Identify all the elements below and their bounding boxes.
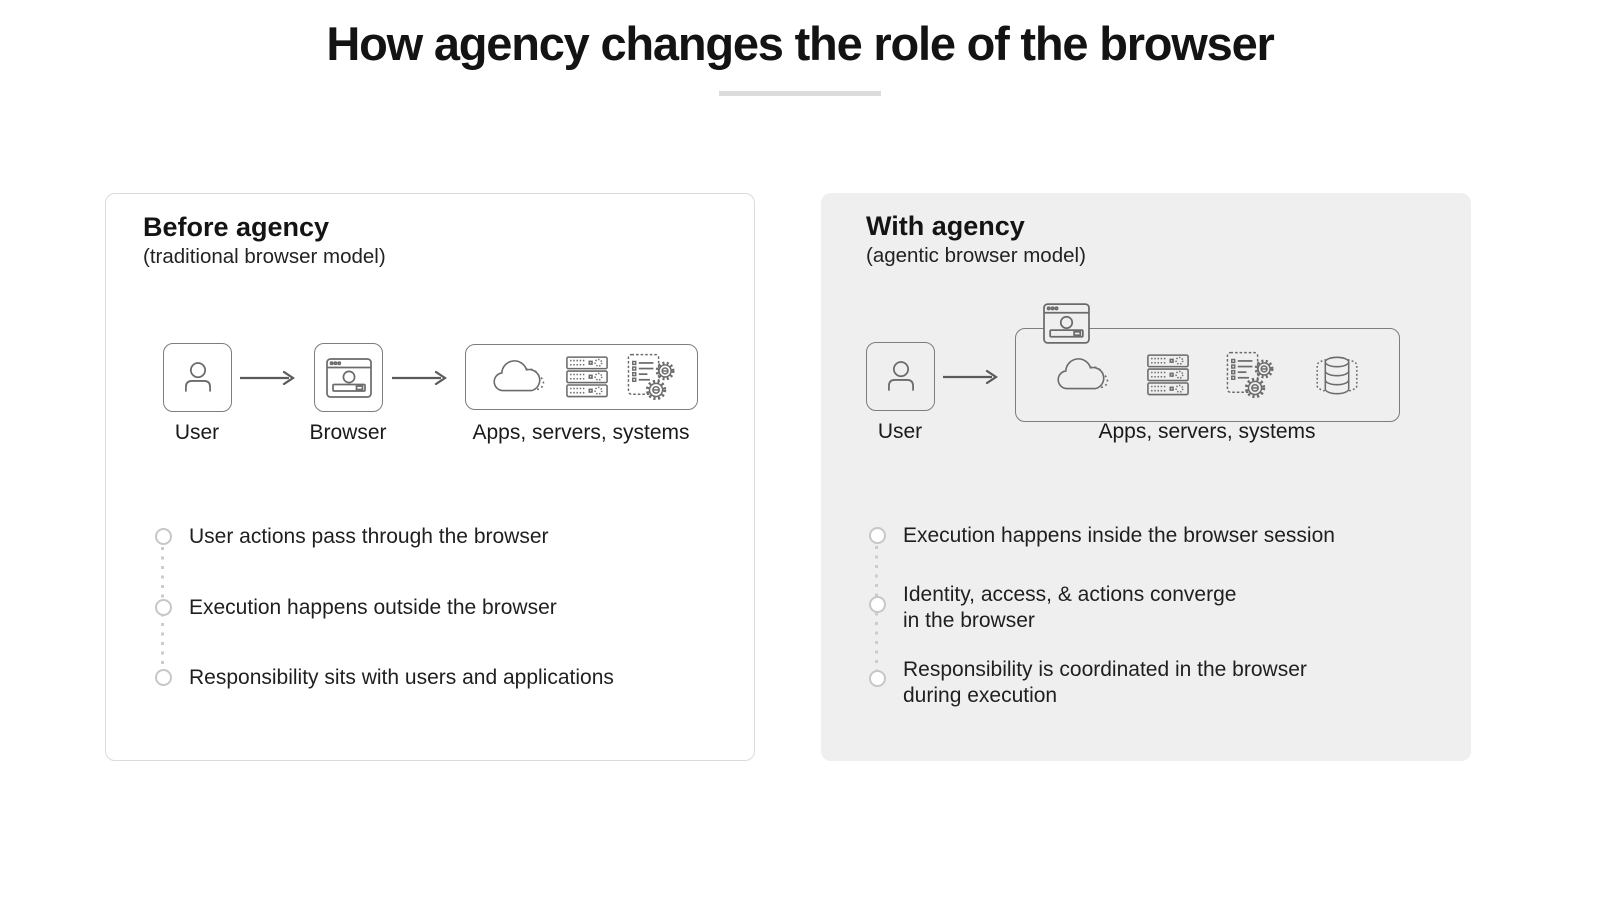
apps-icon-row	[466, 345, 697, 409]
browser-window-icon	[326, 358, 372, 398]
user-node-label: User	[877, 420, 923, 443]
bullet-item: Execution happens inside the browser ses…	[903, 523, 1335, 549]
bullet-marker	[155, 599, 172, 616]
apps-node-label: Apps, servers, systems	[472, 421, 690, 444]
bullet-line: Execution happens outside the browser	[189, 596, 557, 619]
bullet-line: Execution happens inside the browser ses…	[903, 524, 1335, 547]
panel-heading: With agency	[866, 211, 1025, 241]
bullet-marker	[869, 527, 886, 544]
user-node	[866, 342, 935, 411]
bullet-marker	[869, 670, 886, 687]
bullet-item: Identity, access, & actions converge in …	[903, 582, 1236, 634]
server-stack-icon	[566, 356, 608, 398]
title-underline	[719, 91, 881, 96]
person-icon	[880, 356, 922, 398]
bullet-item: Responsibility sits with users and appli…	[189, 665, 614, 691]
arrow-right-icon	[941, 369, 1003, 385]
bullet-item: User actions pass through the browser	[189, 524, 549, 550]
person-icon	[177, 357, 219, 399]
bullet-line: Responsibility sits with users and appli…	[189, 666, 614, 689]
bullet-item: Responsibility is coordinated in the bro…	[903, 657, 1307, 709]
document-gears-icon	[1224, 350, 1274, 400]
panel-before-agency: Before agency (traditional browser model…	[105, 193, 755, 761]
browser-session-box	[1015, 328, 1400, 422]
browser-window-icon	[1043, 303, 1090, 344]
bullet-item: Execution happens outside the browser	[189, 595, 557, 621]
bullet-line: in the browser	[903, 609, 1035, 632]
bullet-line: during execution	[903, 684, 1058, 707]
page-title: How agency changes the role of the brows…	[326, 17, 1274, 70]
browser-node	[314, 343, 383, 412]
arrow-right-icon	[238, 370, 300, 386]
bullet-marker	[155, 528, 172, 545]
apps-node-label: Apps, servers, systems	[1098, 420, 1316, 443]
panel-subheading: (agentic browser model)	[866, 244, 1086, 267]
browser-node-label: Browser	[309, 421, 387, 444]
panel-heading: Before agency	[143, 212, 330, 242]
user-node-label: User	[174, 421, 220, 444]
bullet-marker	[155, 669, 172, 686]
bullet-line: Identity, access, & actions converge	[903, 583, 1237, 606]
bullet-marker	[869, 596, 886, 613]
cloud-icon	[488, 356, 548, 399]
server-stack-icon	[1147, 354, 1189, 396]
arrow-right-icon	[390, 370, 452, 386]
panel-with-agency: With agency (agentic browser model)	[821, 193, 1471, 761]
database-icon	[1309, 353, 1365, 398]
cloud-icon	[1052, 354, 1112, 397]
apps-servers-systems-node	[465, 344, 698, 410]
panel-subheading: (traditional browser model)	[143, 245, 386, 268]
bullet-line: User actions pass through the browser	[189, 525, 549, 548]
document-gears-icon	[625, 352, 675, 402]
user-node	[163, 343, 232, 412]
bullet-line: Responsibility is coordinated in the bro…	[903, 658, 1307, 681]
